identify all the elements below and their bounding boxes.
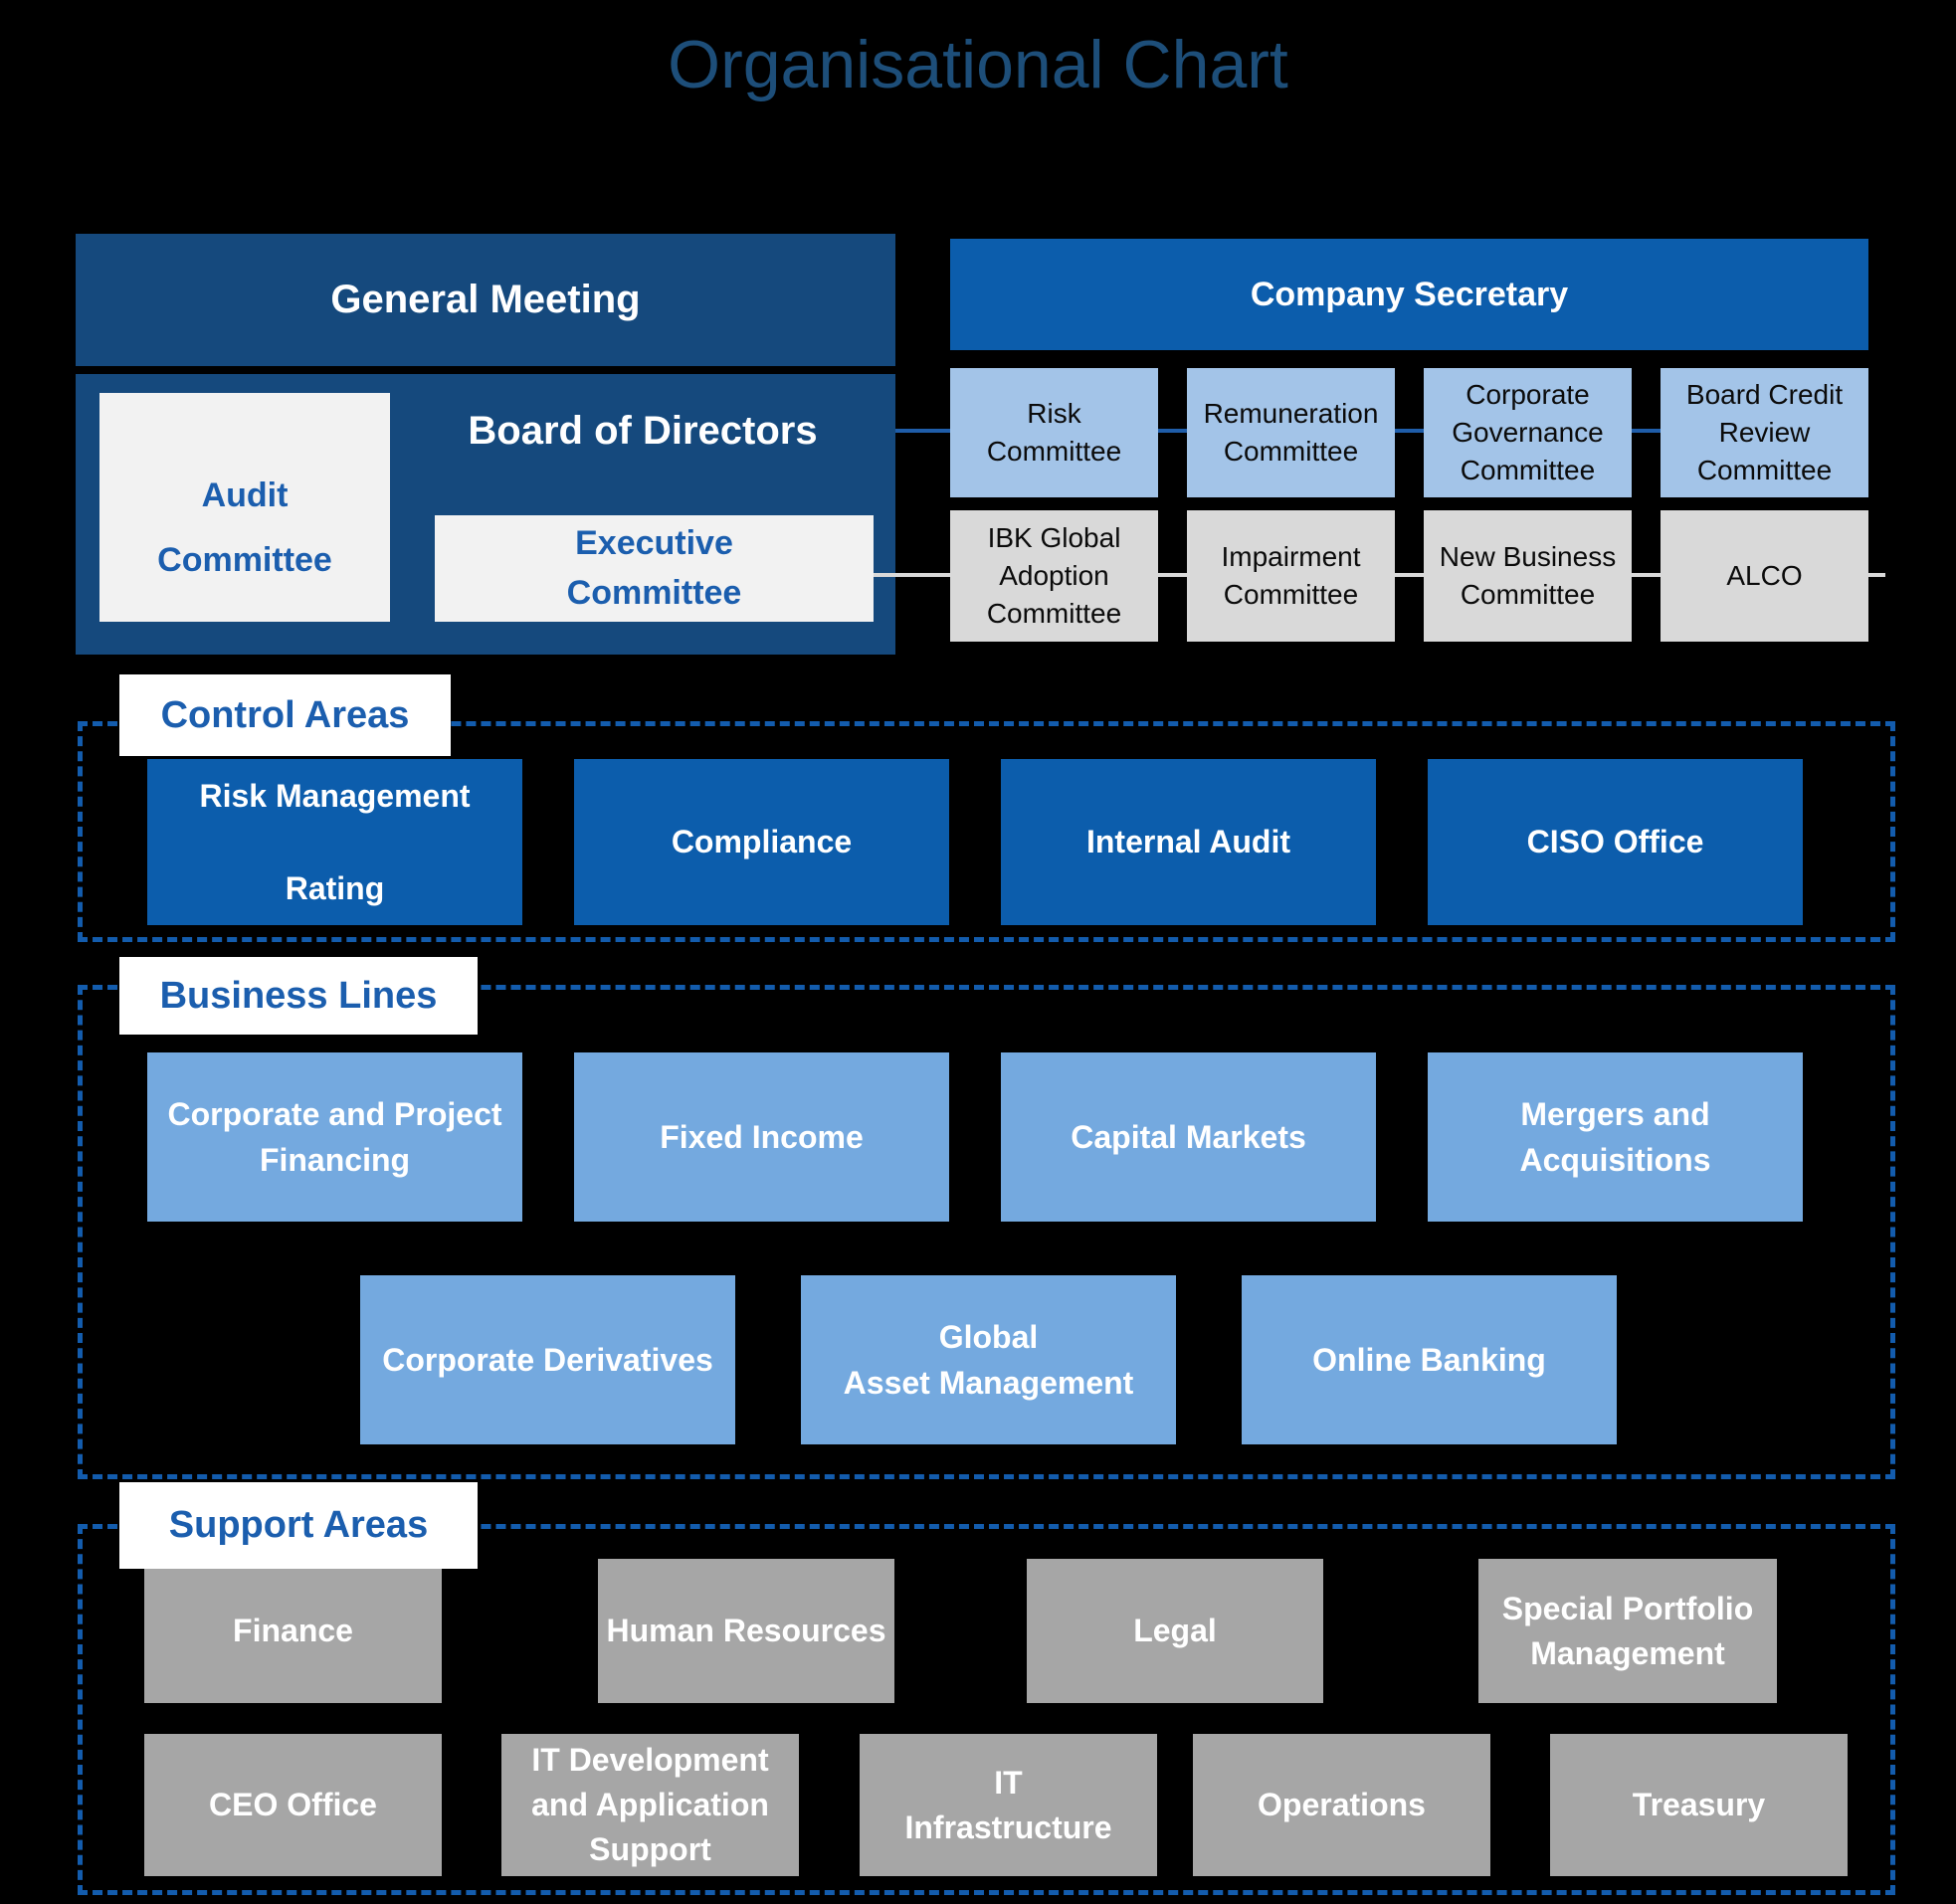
box-executive-committee: Executive Committee [435,515,874,622]
box-alco: ALCO [1661,510,1868,642]
box-risk-committee: Risk Committee [950,368,1158,497]
box-company-secretary: Company Secretary [950,239,1868,350]
box-audit-committee: Audit Committee [99,393,390,622]
box-fixed-income: Fixed Income [574,1052,949,1222]
box-corporate-project-financing: Corporate and Project Financing [147,1052,522,1222]
box-online-banking: Online Banking [1242,1275,1617,1444]
box-ciso-office: CISO Office [1428,759,1803,925]
executive-committee-label: Executive Committee [566,524,742,612]
label-business-lines: Business Lines [119,957,478,1035]
connector-impairment-newbusiness [1395,573,1424,577]
board-of-directors-title: Board of Directors [468,408,818,453]
box-treasury: Treasury [1550,1734,1848,1876]
connector-risk-remuneration [1158,429,1187,433]
box-internal-audit: Internal Audit [1001,759,1376,925]
box-remuneration-committee: Remuneration Committee [1187,368,1395,497]
box-legal: Legal [1027,1559,1323,1703]
box-risk-management-rating: Risk Management Rating [147,759,522,925]
box-ceo-office: CEO Office [144,1734,442,1876]
label-control-areas: Control Areas [119,674,451,756]
box-global-asset-management: Global Asset Management [801,1275,1176,1444]
box-ibk-global-adoption-committee: IBK Global Adoption Committee [950,510,1158,642]
section-business-lines [78,985,1895,1479]
box-finance: Finance [144,1559,442,1703]
box-special-portfolio-management: Special Portfolio Management [1478,1559,1777,1703]
company-secretary-label: Company Secretary [1250,275,1569,313]
section-support-areas [78,1524,1895,1895]
box-new-business-committee: New Business Committee [1424,510,1632,642]
label-support-areas: Support Areas [119,1482,478,1569]
connector-governance-boardcredit [1632,429,1661,433]
box-it-infrastructure: IT Infrastructure [860,1734,1157,1876]
box-board-credit-review-committee: Board Credit Review Committee [1661,368,1868,497]
box-human-resources: Human Resources [598,1559,894,1703]
connector-board-risk [895,429,950,433]
box-compliance: Compliance [574,759,949,925]
connector-alco-stub [1868,573,1885,577]
box-capital-markets: Capital Markets [1001,1052,1376,1222]
box-corporate-governance-committee: Corporate Governance Committee [1424,368,1632,497]
box-impairment-committee: Impairment Committee [1187,510,1395,642]
box-general-meeting: General Meeting [76,234,895,366]
connector-newbusiness-alco [1632,573,1661,577]
page-title: Organisational Chart [668,27,1288,102]
box-it-development-support: IT Development and Application Support [501,1734,799,1876]
connector-ibk-impairment [1158,573,1187,577]
general-meeting-label: General Meeting [330,278,641,321]
connector-remuneration-governance [1395,429,1424,433]
section-control-areas [78,721,1895,942]
box-corporate-derivatives: Corporate Derivatives [360,1275,735,1444]
box-operations: Operations [1193,1734,1490,1876]
connector-exec-ibk [874,573,950,577]
box-board-of-directors: Board of Directors Audit Committee Execu… [76,374,895,655]
audit-committee-label: Audit Committee [157,476,332,579]
box-mergers-acquisitions: Mergers and Acquisitions [1428,1052,1803,1222]
